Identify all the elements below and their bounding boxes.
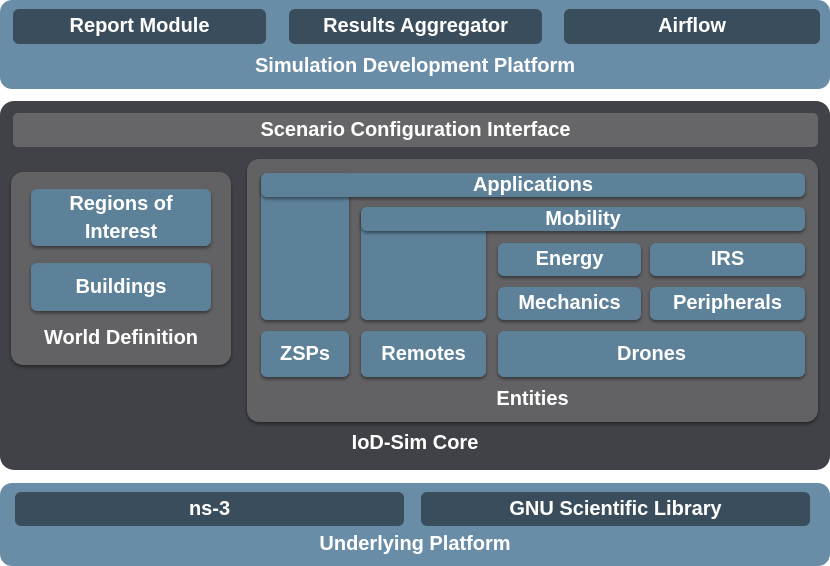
drones: Drones: [498, 331, 805, 377]
world-definition-panel: Regions of Interest Buildings World Defi…: [11, 172, 231, 365]
remotes-label: Remotes: [381, 342, 466, 365]
airflow: Airflow: [564, 9, 820, 44]
ns-3-label: ns-3: [188, 497, 231, 520]
zsps: ZSPs: [261, 331, 349, 377]
entities-title: Entities: [496, 387, 569, 410]
gnu-scientific-library-label: GNU Scientific Library: [509, 497, 722, 520]
drones-label: Drones: [617, 342, 686, 365]
scenario-configuration-interface: Scenario Configuration Interface: [13, 113, 818, 147]
simulation-development-platform: Report Module Results Aggregator Airflow…: [0, 0, 830, 89]
peripherals-label: Peripherals: [673, 292, 782, 314]
irs: IRS: [650, 243, 805, 276]
regions-of-interest: Regions of Interest: [31, 189, 211, 246]
energy: Energy: [498, 243, 641, 276]
remotes: Remotes: [361, 331, 486, 377]
irs-label: IRS: [710, 248, 745, 270]
applications-label: Applications: [472, 173, 593, 196]
gnu-scientific-library: GNU Scientific Library: [421, 492, 810, 526]
applications-block: Applications: [261, 173, 805, 197]
underlying-platform: ns-3 GNU Scientific Library Underlying P…: [0, 483, 830, 566]
peripherals: Peripherals: [650, 287, 805, 320]
applications-block-vertical: [261, 173, 349, 320]
mobility-label: Mobility: [545, 207, 621, 230]
regions-of-interest-label: Regions of Interest: [69, 192, 173, 243]
report-module: Report Module: [13, 9, 266, 44]
airflow-label: Airflow: [658, 15, 726, 37]
underlying-platform-title: Underlying Platform: [319, 532, 511, 555]
mechanics-label: Mechanics: [518, 292, 621, 314]
world-definition-title: World Definition: [43, 326, 199, 349]
mechanics: Mechanics: [498, 287, 641, 320]
iod-sim-core: Scenario Configuration Interface Regions…: [0, 101, 830, 470]
results-aggregator-label: Results Aggregator: [323, 15, 508, 37]
scenario-interface-label: Scenario Configuration Interface: [260, 118, 571, 141]
energy-label: Energy: [535, 248, 604, 270]
ns-3: ns-3: [15, 492, 404, 526]
buildings: Buildings: [31, 263, 211, 311]
entities-panel: Applications Mobility Energy IRS Mechani…: [247, 159, 818, 422]
simulation-platform-title: Simulation Development Platform: [254, 54, 576, 77]
zsps-label: ZSPs: [279, 342, 331, 365]
iod-sim-core-title: IoD-Sim Core: [351, 431, 479, 454]
report-module-label: Report Module: [69, 15, 210, 37]
results-aggregator: Results Aggregator: [289, 9, 542, 44]
mobility-block: Mobility: [361, 207, 805, 231]
buildings-label: Buildings: [75, 275, 167, 298]
